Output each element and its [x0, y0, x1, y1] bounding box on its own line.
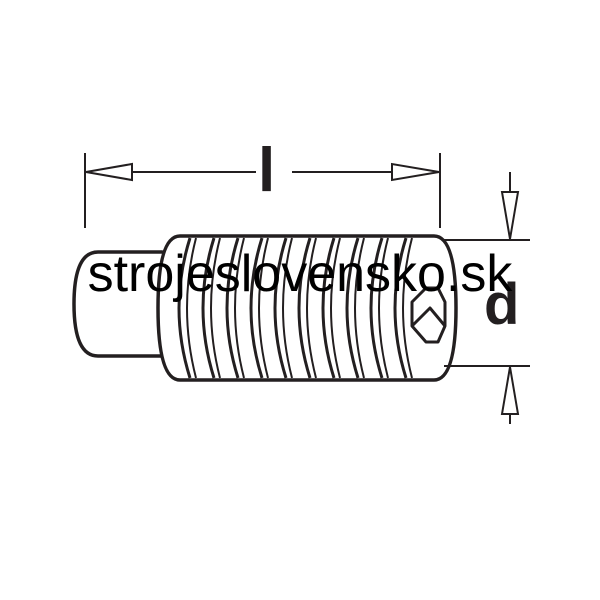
thread-root	[306, 237, 317, 379]
thread-crest	[177, 237, 192, 379]
length-label: l	[258, 136, 276, 205]
arrowhead-top	[500, 191, 520, 240]
arrowhead-bottom	[500, 366, 520, 415]
thread-crest	[201, 237, 216, 379]
watermark-text: strojeslovensko.sk	[87, 245, 513, 303]
thread-root	[402, 237, 413, 379]
thread-crest	[345, 237, 360, 379]
thread-crest	[369, 237, 384, 379]
thread-root	[186, 237, 197, 379]
thread-crest	[321, 237, 336, 379]
thread-root	[354, 237, 365, 379]
screw-pin	[72, 250, 164, 358]
thread-root	[258, 237, 269, 379]
arrowhead-right	[391, 162, 440, 182]
thread-crest	[297, 237, 312, 379]
thread-lines	[177, 237, 413, 379]
thread-crest	[273, 237, 288, 379]
diameter-label: d	[484, 272, 520, 337]
thread-crest	[393, 237, 408, 379]
thread-root	[378, 237, 389, 379]
thread-crest	[249, 237, 264, 379]
thread-root	[210, 237, 221, 379]
socket-cone	[410, 306, 447, 328]
thread-root	[330, 237, 341, 379]
thread-crest	[225, 237, 240, 379]
thread-root	[234, 237, 245, 379]
arrowhead-left	[85, 162, 133, 182]
thread-root	[282, 237, 293, 379]
